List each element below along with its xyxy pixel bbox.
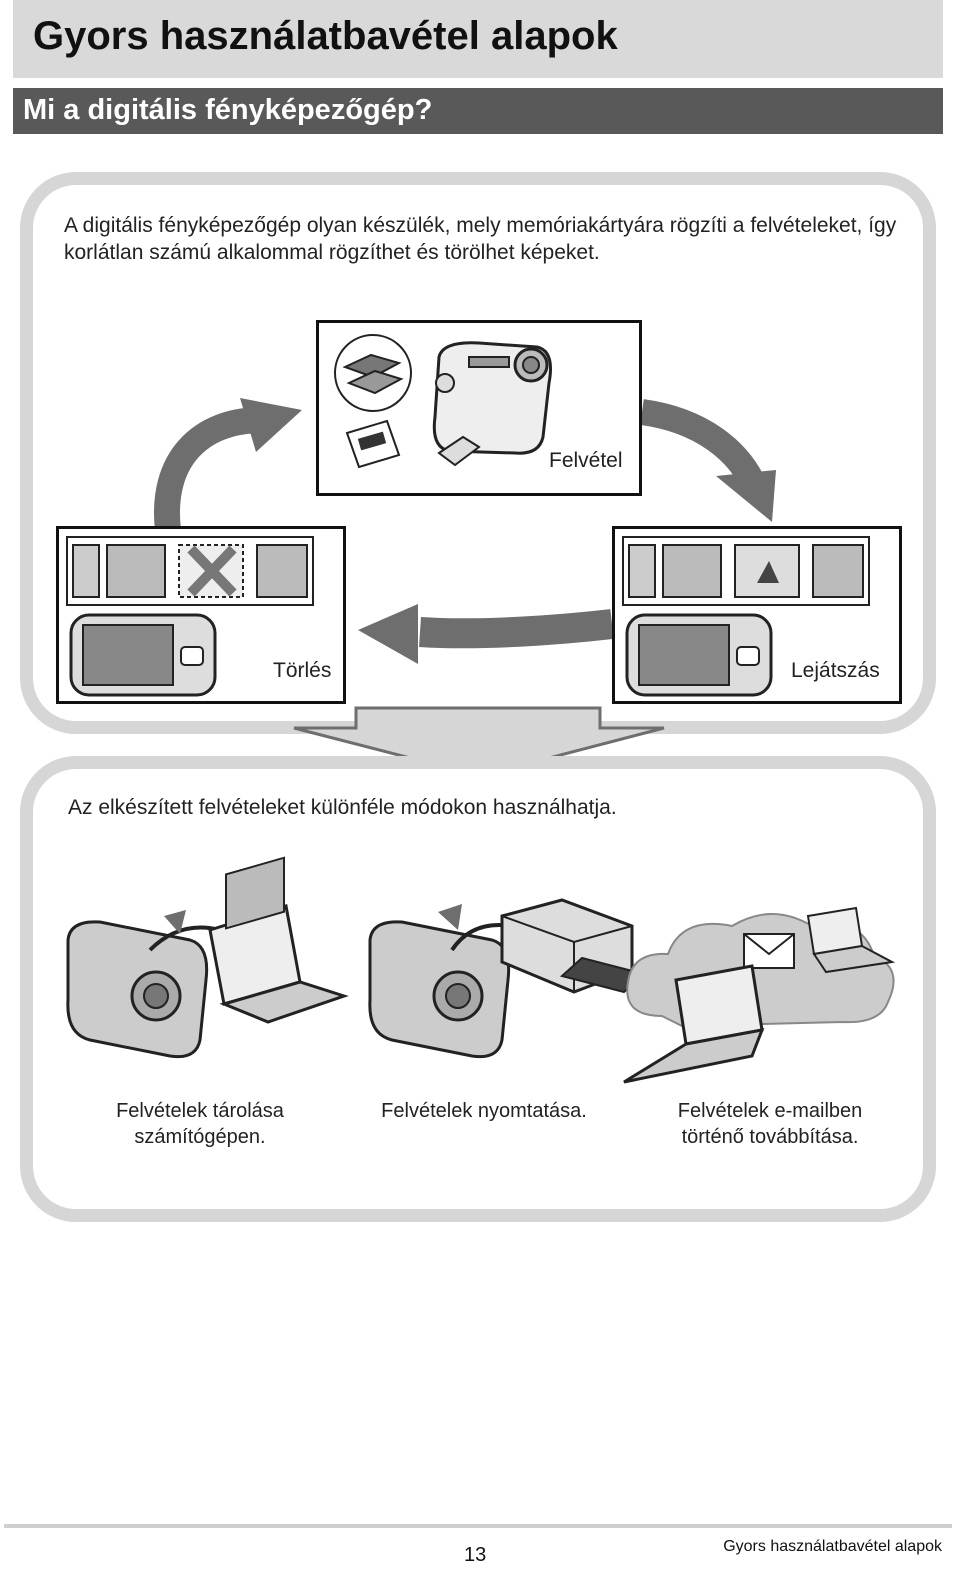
- use-caption-line: számítógépen.: [134, 1126, 266, 1148]
- arrow-head-icon: [358, 604, 418, 664]
- email-cloud-icon: [623, 906, 896, 1084]
- film-strip-icon: [66, 536, 314, 606]
- camera-to-printer-icon: [368, 898, 647, 1059]
- intro-text: A digitális fényképezőgép olyan készülék…: [64, 214, 897, 264]
- section-bar: Mi a digitális fényképezőgép?: [13, 88, 943, 134]
- arrow-icon: [164, 910, 186, 934]
- arrow-head-icon: [716, 470, 776, 522]
- memory-card-icon: [345, 419, 401, 469]
- footer-title: Gyors használatbavétel alapok: [723, 1538, 942, 1555]
- use-caption-email: Felvételek e-mailben történő továbbítása…: [652, 1098, 888, 1150]
- page-title: Gyors használatbavétel alapok: [33, 14, 618, 58]
- title-bar: Gyors használatbavétel alapok: [13, 0, 943, 78]
- delete-x-icon: [187, 545, 237, 597]
- use-caption-line: Felvételek tárolása: [116, 1100, 284, 1122]
- camera-icon: [432, 341, 552, 467]
- camera-screen-icon: [625, 613, 773, 697]
- delete-label: Törlés: [273, 659, 332, 682]
- arrow-head-icon: [240, 398, 302, 452]
- arrow-icon: [154, 407, 263, 532]
- camera-to-laptop-icon: [66, 856, 349, 1059]
- use-caption-line: Felvételek nyomtatása.: [381, 1100, 587, 1122]
- uses-intro-text: Az elkészített felvételeket különféle mó…: [68, 796, 617, 819]
- film-strip-icon: [622, 536, 870, 606]
- delete-box: Törlés: [56, 526, 346, 704]
- record-label: Felvétel: [549, 449, 623, 472]
- page-number: 13: [464, 1544, 487, 1566]
- cycle-arrows: [154, 398, 776, 778]
- play-label: Lejátszás: [791, 659, 880, 682]
- use-caption-print: Felvételek nyomtatása.: [356, 1098, 612, 1124]
- camera-screen-icon: [69, 613, 217, 697]
- record-box: Felvétel: [316, 320, 642, 496]
- footer-rule: [4, 1524, 952, 1528]
- arrow-icon: [438, 904, 462, 930]
- use-caption-line: történő továbbítása.: [681, 1126, 859, 1148]
- use-caption-line: Felvételek e-mailben: [677, 1100, 863, 1122]
- photos-icon: [334, 334, 412, 412]
- play-box: Lejátszás: [612, 526, 902, 704]
- use-caption-storage: Felvételek tárolása számítógépen.: [80, 1098, 320, 1150]
- arrow-icon: [419, 609, 614, 649]
- section-title: Mi a digitális fényképezőgép?: [23, 94, 433, 126]
- down-arrow-icon: [293, 706, 665, 778]
